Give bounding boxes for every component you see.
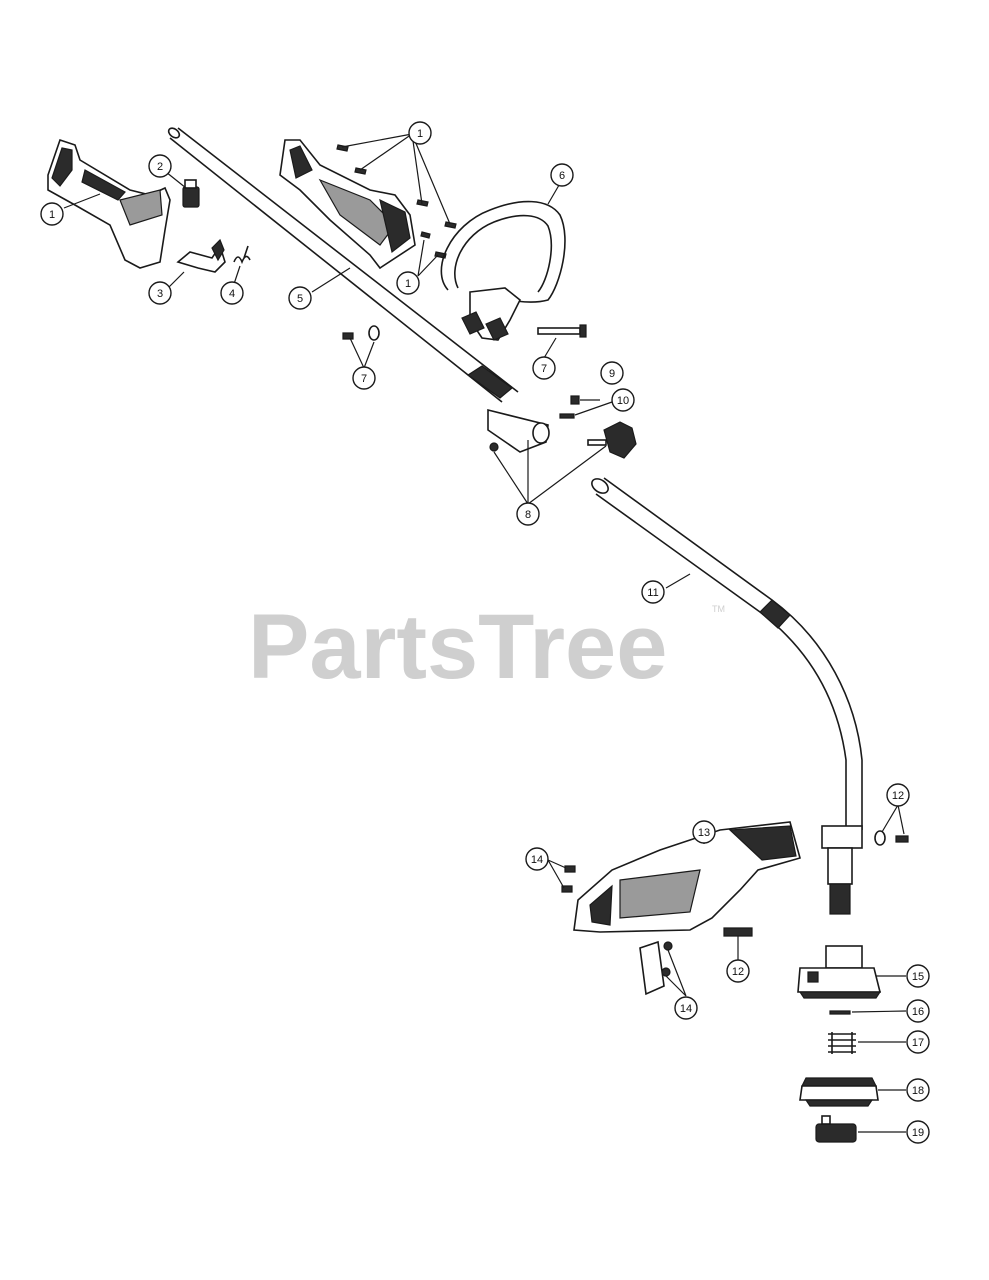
lower-curved-shaft[interactable] bbox=[589, 476, 863, 830]
callout-7-screws: 7 bbox=[352, 366, 376, 390]
handle-housing-half[interactable] bbox=[279, 139, 416, 270]
spool-spring[interactable] bbox=[828, 1032, 856, 1054]
watermark-text: PartsTree bbox=[248, 596, 667, 698]
svg-text:2: 2 bbox=[157, 161, 163, 173]
svg-text:10: 10 bbox=[617, 395, 629, 407]
rear-handle-grip[interactable] bbox=[47, 138, 171, 269]
svg-text:12: 12 bbox=[732, 966, 744, 978]
spool-housing[interactable] bbox=[797, 945, 882, 999]
small-nut-part[interactable] bbox=[570, 395, 580, 405]
svg-text:1: 1 bbox=[49, 209, 55, 221]
line-cutter-blade[interactable] bbox=[639, 940, 673, 996]
callout-3: 3 bbox=[148, 281, 172, 305]
svg-text:3: 3 bbox=[157, 288, 163, 300]
callout-12-right: 12 bbox=[886, 783, 910, 807]
shaft-coupler[interactable] bbox=[487, 408, 550, 453]
callout-14-upper: 14 bbox=[525, 847, 549, 871]
callout-16: 16 bbox=[906, 999, 930, 1023]
callout-4: 4 bbox=[220, 281, 244, 305]
callout-7-bolt: 7 bbox=[532, 356, 556, 380]
watermark-tm: TM bbox=[712, 604, 725, 614]
svg-text:4: 4 bbox=[229, 288, 235, 300]
bump-knob[interactable] bbox=[815, 1115, 857, 1143]
svg-text:1: 1 bbox=[417, 128, 423, 140]
callout-19: 19 bbox=[906, 1120, 930, 1144]
callout-1-left: 1 bbox=[40, 202, 64, 226]
svg-text:17: 17 bbox=[912, 1037, 924, 1049]
callout-1-lower: 1 bbox=[396, 271, 420, 295]
screw-and-washer[interactable] bbox=[342, 325, 380, 341]
svg-text:18: 18 bbox=[912, 1085, 924, 1097]
callout-8: 8 bbox=[516, 502, 540, 526]
svg-text:7: 7 bbox=[541, 363, 547, 375]
svg-text:12: 12 bbox=[892, 790, 904, 802]
svg-text:7: 7 bbox=[361, 373, 367, 385]
callout-13: 13 bbox=[692, 820, 716, 844]
callout-12-lower: 12 bbox=[726, 959, 750, 983]
svg-text:11: 11 bbox=[647, 587, 658, 599]
screw-group[interactable] bbox=[336, 144, 457, 259]
svg-text:9: 9 bbox=[609, 368, 615, 380]
callout-10: 10 bbox=[611, 388, 635, 412]
svg-text:1: 1 bbox=[405, 278, 411, 290]
callout-17: 17 bbox=[906, 1030, 930, 1054]
switch-part[interactable] bbox=[182, 179, 200, 208]
svg-text:6: 6 bbox=[559, 170, 565, 182]
spool-washer[interactable] bbox=[829, 1010, 851, 1015]
trigger-part[interactable] bbox=[176, 238, 226, 273]
callout-18: 18 bbox=[906, 1078, 930, 1102]
small-screw-part[interactable] bbox=[559, 413, 575, 419]
clamp-screw-washer[interactable] bbox=[874, 830, 909, 846]
callout-5: 5 bbox=[288, 286, 312, 310]
guard-bolt[interactable] bbox=[723, 927, 753, 937]
callout-14-lower: 14 bbox=[674, 996, 698, 1020]
shaft-clamp[interactable] bbox=[821, 825, 863, 915]
bolt-part[interactable] bbox=[537, 324, 587, 338]
callout-9: 9 bbox=[600, 361, 624, 385]
assist-handle-loop[interactable] bbox=[440, 200, 566, 341]
line-spool[interactable] bbox=[799, 1077, 879, 1107]
callout-15: 15 bbox=[906, 964, 930, 988]
svg-text:19: 19 bbox=[912, 1127, 924, 1139]
svg-text:14: 14 bbox=[531, 854, 543, 866]
svg-text:8: 8 bbox=[525, 509, 531, 521]
spring-part[interactable] bbox=[233, 245, 251, 265]
callout-6: 6 bbox=[550, 163, 574, 187]
leader-lines bbox=[63, 133, 907, 1133]
callout-1-top: 1 bbox=[408, 121, 432, 145]
callout-11: 11 bbox=[641, 580, 665, 604]
upper-shaft-tube[interactable] bbox=[167, 126, 519, 403]
trimmer-guard[interactable] bbox=[573, 821, 801, 933]
svg-text:14: 14 bbox=[680, 1003, 692, 1015]
callout-2: 2 bbox=[148, 154, 172, 178]
svg-text:5: 5 bbox=[297, 293, 303, 305]
coupler-knob[interactable] bbox=[587, 421, 637, 459]
guard-screws[interactable] bbox=[561, 865, 576, 893]
svg-text:16: 16 bbox=[912, 1006, 924, 1018]
svg-text:15: 15 bbox=[912, 971, 924, 983]
svg-text:13: 13 bbox=[698, 827, 710, 839]
